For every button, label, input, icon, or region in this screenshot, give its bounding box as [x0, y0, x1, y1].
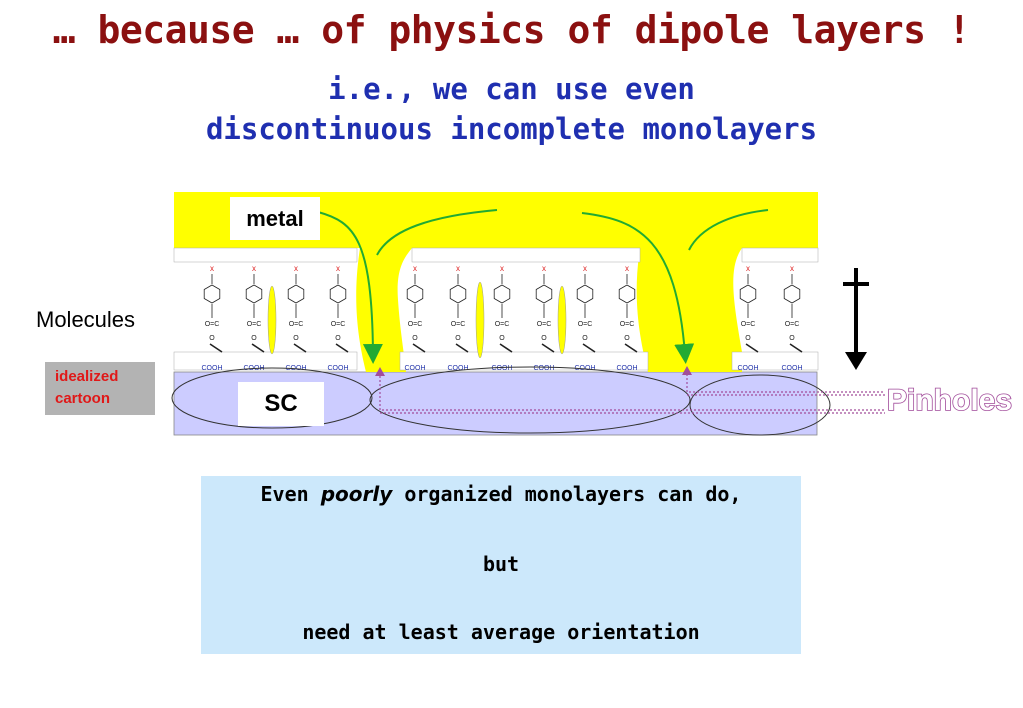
molecule-top-marker: x [294, 264, 298, 273]
subtitle-line-1: i.e., we can use even [328, 72, 695, 106]
ether-label: O [499, 335, 505, 342]
carbonyl-label: O=C [620, 321, 635, 328]
molecule-top-marker: x [583, 264, 587, 273]
molecule-top-marker: x [413, 264, 417, 273]
pinhole-gap [557, 285, 567, 355]
current-arrows [317, 209, 769, 364]
ether-label: O [455, 335, 461, 342]
anchor-group-label: COOH [534, 365, 555, 372]
molecule-top-marker: x [500, 264, 504, 273]
pinholes-label: Pinholes [886, 383, 1013, 418]
carbonyl-label: O=C [785, 321, 800, 328]
carbonyl-label: O=C [331, 321, 346, 328]
molecule-bond [745, 343, 759, 353]
molecule-bond [293, 343, 307, 353]
benzene-ring [576, 284, 594, 304]
molecule-bond [499, 343, 513, 353]
ether-label: O [209, 335, 215, 342]
ether-label: O [582, 335, 588, 342]
benzene-ring [783, 284, 801, 304]
carbonyl-label: O=C [537, 321, 552, 328]
ether-label: O [789, 335, 795, 342]
subtitle-line-2: discontinuous incomplete monolayers [205, 112, 818, 146]
benzene-ring [449, 284, 467, 304]
carbonyl-label: O=C [741, 321, 756, 328]
pinhole-gap [267, 285, 277, 355]
molecule-bond [209, 343, 223, 353]
molecule-top-marker: x [336, 264, 340, 273]
benzene-ring [245, 284, 263, 304]
idealized-cartoon-note: idealized cartoon [45, 362, 155, 415]
ether-label: O [745, 335, 751, 342]
molecule-top-marker: x [746, 264, 750, 273]
benzene-ring [329, 284, 347, 304]
anchor-group-label: COOH [617, 365, 638, 372]
carbonyl-label: O=C [408, 321, 423, 328]
molecule-bond [251, 343, 265, 353]
anchor-group-label: COOH [448, 365, 469, 372]
carbonyl-label: O=C [495, 321, 510, 328]
ether-label: O [335, 335, 341, 342]
region-ellipse [689, 374, 831, 436]
anchor-group-label: COOH [492, 365, 513, 372]
molecule-bond [624, 343, 638, 353]
note-line-1-start: Even [260, 482, 309, 506]
benzene-ring [406, 284, 424, 304]
anchor-group-label: COOH [202, 365, 223, 372]
benzene-ring [535, 284, 553, 304]
ether-label: O [412, 335, 418, 342]
ether-label: O [541, 335, 547, 342]
molecule-bond [541, 343, 555, 353]
slide-title: … because … of physics of dipole layers … [52, 8, 971, 52]
molecule-bond [582, 343, 596, 353]
note-line-1-end: organized monolayers can do, [404, 482, 742, 506]
note-line-2: but [482, 552, 520, 576]
explanation-note: Even poorly organized monolayers can do,… [201, 476, 801, 654]
carbonyl-label: O=C [205, 321, 220, 328]
pinhole-gap [475, 281, 485, 359]
benzene-ring [493, 284, 511, 304]
carbonyl-label: O=C [451, 321, 466, 328]
molecule-bond [789, 343, 803, 353]
carbonyl-label: O=C [247, 321, 262, 328]
molecule-top-marker: x [790, 264, 794, 273]
metal-layer [174, 192, 818, 372]
benzene-ring [203, 284, 221, 304]
molecules-label: Molecules [36, 307, 136, 332]
ether-label: O [293, 335, 299, 342]
note-line-1-emphasis: poorly [320, 482, 393, 506]
anchor-group-label: COOH [738, 365, 759, 372]
molecule-top-marker: x [210, 264, 214, 273]
semiconductor-label: SC [238, 382, 324, 426]
ether-label: O [251, 335, 257, 342]
molecule-row: xO=C O COOH xO=C O COOH xO=C O COOH xO=C O COOH xO=C… [202, 264, 803, 372]
ether-label: O [624, 335, 630, 342]
cartoon-note-line-1: idealized [55, 368, 119, 385]
anchor-group-label: COOH [405, 365, 426, 372]
anchor-group-label: COOH [782, 365, 803, 372]
carbonyl-label: O=C [289, 321, 304, 328]
molecule-top-marker: x [456, 264, 460, 273]
molecule-bond [412, 343, 426, 353]
benzene-ring [287, 284, 305, 304]
note-line-3: need at least average orientation [302, 620, 700, 644]
note-line-1: Even poorly organized monolayers can do, [201, 482, 801, 506]
anchor-group-label: COOH [328, 365, 349, 372]
carbonyl-label: O=C [578, 321, 593, 328]
molecule-bond [455, 343, 469, 353]
benzene-ring [618, 284, 636, 304]
dipole-arrow [843, 268, 869, 370]
benzene-ring [739, 284, 757, 304]
molecule-top-marker: x [625, 264, 629, 273]
pinhole-arrows [379, 370, 885, 414]
molecule-top-marker: x [542, 264, 546, 273]
region-ellipse [171, 367, 373, 429]
region-ellipse [369, 366, 691, 434]
molecule-top-marker: x [252, 264, 256, 273]
molecule-bond [335, 343, 349, 353]
metal-label: metal [230, 197, 320, 240]
cartoon-note-line-2: cartoon [55, 390, 111, 407]
